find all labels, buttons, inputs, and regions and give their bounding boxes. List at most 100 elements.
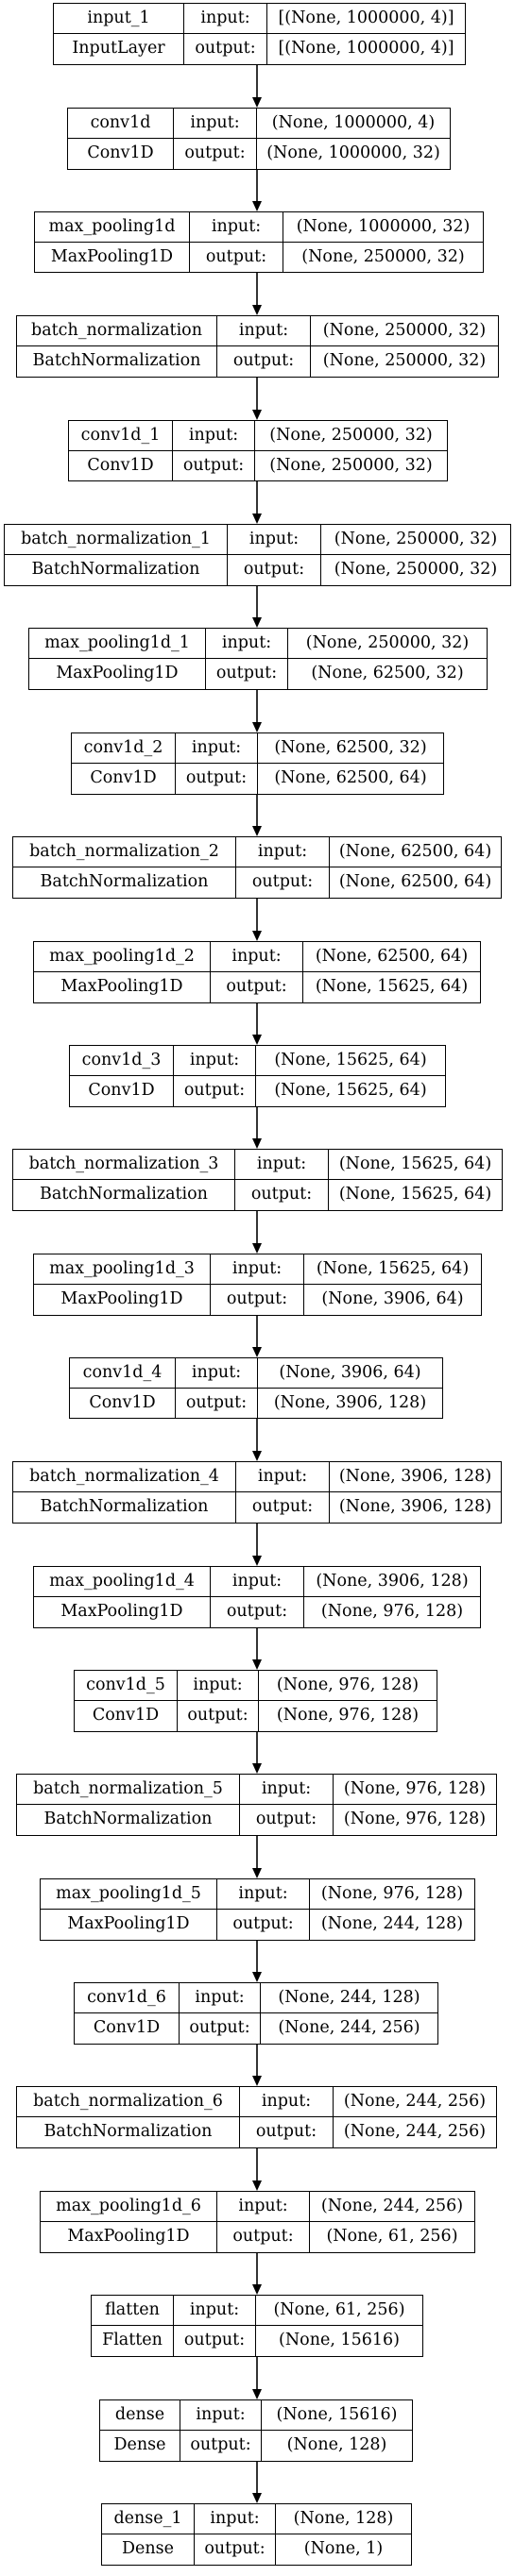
layer-type: Dense <box>100 2431 180 2461</box>
layer-name: conv1d_4 <box>70 1358 176 1389</box>
output-shape: (None, 62500, 64) <box>338 872 492 892</box>
arrowhead <box>252 722 262 732</box>
layer-type: Conv1D <box>69 450 173 480</box>
output-label: output: <box>174 1076 256 1106</box>
output-label: output: <box>184 34 267 64</box>
arrowhead <box>252 305 262 315</box>
arrowhead <box>252 2284 262 2295</box>
layer-name: conv1d_2 <box>72 733 176 764</box>
layer-type: BatchNormalization <box>17 2117 240 2147</box>
input-label: input: <box>236 837 330 867</box>
layer-type: InputLayer <box>54 34 184 64</box>
layer-name: max_pooling1d_5 <box>41 1879 217 1910</box>
arrowhead <box>252 2076 262 2086</box>
output-shape: (None, 250000, 32) <box>301 246 465 266</box>
arrowhead <box>252 1138 262 1149</box>
layer-name: flatten <box>92 2296 174 2326</box>
output-shape: (None, 976, 128) <box>343 1810 487 1829</box>
input-label: input: <box>228 525 321 555</box>
input-shape: (None, 250000, 32) <box>321 525 510 555</box>
layer-name: batch_normalization_2 <box>13 837 236 867</box>
output-shape: (None, 1) <box>303 2539 384 2559</box>
layer-name: input_1 <box>54 4 184 34</box>
layer-type: MaxPooling1D <box>35 242 190 272</box>
layer-name: max_pooling1d_1 <box>29 629 206 659</box>
output-label: output: <box>236 867 330 898</box>
layer-type: BatchNormalization <box>17 346 217 377</box>
layer-type: BatchNormalization <box>5 555 228 585</box>
layer-type: Dense <box>102 2534 195 2565</box>
input-label: input: <box>190 212 283 243</box>
layer-type: BatchNormalization <box>17 1805 240 1835</box>
input-label: input: <box>184 4 267 34</box>
input-shape: (None, 62500, 64) <box>303 942 480 972</box>
layer-name: batch_normalization <box>17 316 217 346</box>
arrowhead <box>252 97 262 108</box>
output-label: output: <box>206 659 288 689</box>
input-shape: [(None, 1000000, 4)] <box>267 4 465 34</box>
input-label: input: <box>236 1462 330 1492</box>
input-label: input: <box>174 1046 256 1076</box>
input-label: input: <box>176 1358 258 1389</box>
arrowhead <box>252 2493 262 2503</box>
input-label: input: <box>206 629 288 659</box>
arrowhead <box>252 1972 262 1982</box>
input-shape: (None, 1000000, 32) <box>283 212 483 243</box>
input-label: input: <box>178 1671 259 1701</box>
layer-name: conv1d <box>68 109 174 139</box>
layer-name: conv1d_5 <box>75 1671 178 1701</box>
input-label: input: <box>195 2504 276 2534</box>
output-shape: (None, 15616) <box>279 2331 400 2350</box>
arrowhead <box>252 931 262 941</box>
input-shape: (None, 250000, 32) <box>288 629 487 659</box>
output-shape: (None, 250000, 32) <box>334 560 498 580</box>
layer-type: MaxPooling1D <box>41 1910 217 1940</box>
layer-name: max_pooling1d_4 <box>34 1567 211 1597</box>
input-shape: (None, 62500, 32) <box>258 733 443 764</box>
layer-type: Conv1D <box>75 2013 180 2044</box>
input-label: input: <box>235 1150 329 1180</box>
output-shape: [(None, 1000000, 4)] <box>278 39 454 59</box>
input-shape: (None, 976, 128) <box>259 1671 437 1701</box>
layer-type: MaxPooling1D <box>41 2222 217 2252</box>
arrowhead <box>252 1347 262 1357</box>
output-shape: (None, 61, 256) <box>326 2227 458 2247</box>
input-shape: (None, 15625, 64) <box>256 1046 445 1076</box>
output-label: output: <box>174 139 257 169</box>
arrowhead <box>252 1035 262 1045</box>
input-label: input: <box>240 1775 334 1805</box>
arrowhead <box>252 1556 262 1566</box>
output-label: output: <box>240 2117 334 2147</box>
layer-type: Conv1D <box>75 1701 178 1731</box>
output-shape: (None, 15625, 64) <box>338 1185 492 1204</box>
output-shape: (None, 244, 256) <box>278 2018 420 2038</box>
layer-name: batch_normalization_1 <box>5 525 228 555</box>
layer-type: BatchNormalization <box>13 867 236 898</box>
layer-type: Conv1D <box>68 139 174 169</box>
input-label: input: <box>211 942 303 972</box>
output-label: output: <box>211 1285 304 1315</box>
input-shape: (None, 250000, 32) <box>255 421 447 451</box>
output-shape: (None, 3906, 128) <box>273 1392 427 1412</box>
output-shape: (None, 3906, 128) <box>338 1497 492 1517</box>
input-label: input: <box>173 421 255 451</box>
layer-type: Conv1D <box>70 1388 176 1418</box>
input-shape: (None, 15625, 64) <box>329 1150 502 1180</box>
layer-name: max_pooling1d <box>35 212 190 243</box>
layer-name: conv1d_6 <box>75 1983 180 2013</box>
arrowhead <box>252 2389 262 2399</box>
layer-name: conv1d_3 <box>70 1046 174 1076</box>
